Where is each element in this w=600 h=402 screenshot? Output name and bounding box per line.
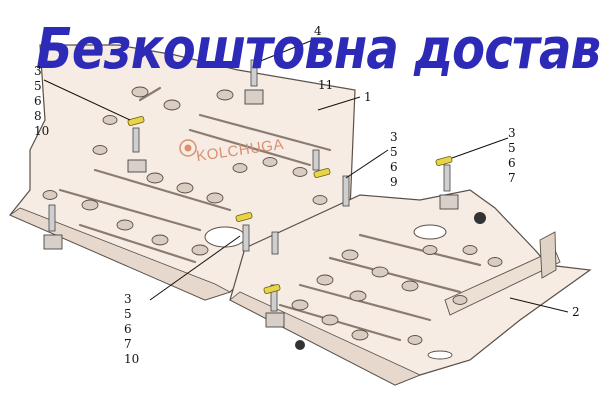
fastener-stacks xyxy=(48,59,451,312)
free-delivery-banner: Безкоштовна доставка xyxy=(36,17,600,82)
plate-2-slot xyxy=(427,350,453,360)
callout-item: 3 xyxy=(34,64,42,78)
callout-item: 10 xyxy=(34,124,50,138)
callout-item: 3 xyxy=(508,126,516,140)
callout-item: 3 xyxy=(390,130,398,144)
callout-item: 7 xyxy=(508,171,516,185)
callout-item: 9 xyxy=(390,175,398,189)
plate-2-black-plug xyxy=(474,212,486,224)
callout-part-2: 2 xyxy=(572,305,580,319)
callout-part-1: 1 xyxy=(364,90,372,104)
callout-center: 3 5 6 9 xyxy=(390,130,398,190)
plate-2-ribs xyxy=(278,233,482,342)
callout-item: 5 xyxy=(508,141,516,155)
callout-right: 3 5 6 7 xyxy=(508,126,516,186)
callout-item: 6 xyxy=(34,94,42,108)
callout-item: 5 xyxy=(34,79,42,93)
kolchuga-logo-mark xyxy=(179,139,197,157)
plate-2-oval-cutout xyxy=(413,224,447,240)
plate-1-edge xyxy=(9,207,232,301)
plate-2-holes xyxy=(291,245,503,345)
plate-2-black-plug-b xyxy=(295,340,305,350)
plate-1-holes xyxy=(42,86,328,256)
callout-item: 7 xyxy=(124,337,132,351)
callout-item: 10 xyxy=(124,352,140,366)
mounting-brackets xyxy=(43,89,459,328)
plate-2-bracket xyxy=(539,231,557,279)
callout-item: 6 xyxy=(508,156,516,170)
callout-top-left: 3 5 6 8 10 xyxy=(34,64,49,139)
callout-item: 8 xyxy=(34,109,42,123)
callout-bottom-left: 3 5 6 7 10 xyxy=(124,292,139,367)
callout-item: 6 xyxy=(124,322,132,336)
callout-item: 3 xyxy=(124,292,132,306)
yellow-braces xyxy=(127,116,453,294)
callout-part-4: 4 xyxy=(314,24,322,38)
leader-lines xyxy=(43,37,569,313)
callout-item: 5 xyxy=(390,145,398,159)
callout-item: 5 xyxy=(124,307,132,321)
plate-1-ribs xyxy=(58,86,332,264)
plate-2-rail xyxy=(444,249,561,316)
callout-part-11: 11 xyxy=(318,78,334,92)
callout-item: 6 xyxy=(390,160,398,174)
